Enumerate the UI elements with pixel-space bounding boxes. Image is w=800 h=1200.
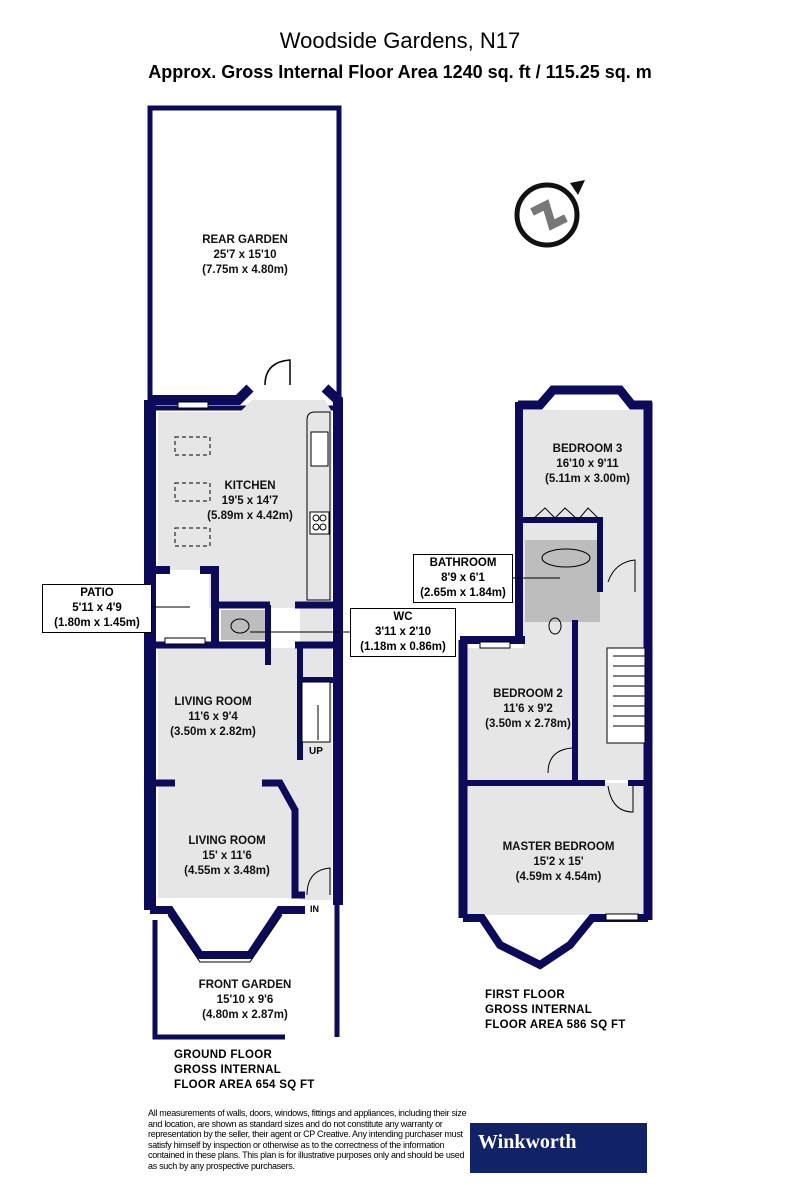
room-dimensions-imperial: 8'9 x 6'1 <box>441 572 485 584</box>
room-name: FRONT GARDEN <box>198 979 292 991</box>
room-label-master-bedroom: MASTER BEDROOM 15'2 x 15' (4.59m x 4.54m… <box>496 840 621 885</box>
room-name: BATHROOM <box>429 557 497 569</box>
room-dimensions-metric: (5.89m x 4.42m) <box>207 510 293 522</box>
room-label-living-room-rear: LIVING ROOM 11'6 x 9'4 (3.50m x 2.82m) <box>163 695 263 740</box>
room-name: BEDROOM 3 <box>552 443 623 455</box>
winkworth-logo: Winkworth <box>470 1123 647 1173</box>
room-dimensions-imperial: 15'10 x 9'6 <box>216 994 274 1006</box>
room-label-bedroom-3: BEDROOM 3 16'10 x 9'11 (5.11m x 3.00m) <box>535 442 640 487</box>
room-name: LIVING ROOM <box>188 835 266 847</box>
stairs-up-label: UP <box>309 746 323 757</box>
room-name: LIVING ROOM <box>174 696 252 708</box>
room-dimensions-metric: (1.80m x 1.45m) <box>54 617 140 629</box>
floor-label-line: GROSS INTERNAL <box>174 1064 282 1076</box>
room-label-front-garden: FRONT GARDEN 15'10 x 9'6 (4.80m x 2.87m) <box>190 978 300 1023</box>
room-name: REAR GARDEN <box>202 234 288 246</box>
room-name: WC <box>393 611 413 623</box>
room-dimensions-metric: (4.80m x 2.87m) <box>202 1009 288 1021</box>
room-dimensions-metric: (2.65m x 1.84m) <box>420 587 506 599</box>
room-dimensions-imperial: 3'11 x 2'10 <box>375 626 431 638</box>
rear-garden-outline <box>147 105 342 411</box>
room-dimensions-metric: (1.18m x 0.86m) <box>360 641 446 653</box>
property-title: Woodside Gardens, N17 <box>279 28 521 53</box>
room-label-living-room-front: LIVING ROOM 15' x 11'6 (4.55m x 3.48m) <box>177 834 277 879</box>
room-name: MASTER BEDROOM <box>502 841 615 853</box>
room-dimensions-metric: (7.75m x 4.80m) <box>202 264 288 276</box>
room-dimensions-imperial: 11'6 x 9'2 <box>503 703 553 715</box>
ground-floor-house <box>110 359 350 1040</box>
floor-label-line: FLOOR AREA 586 SQ FT <box>485 1019 626 1031</box>
floor-label-line: GROSS INTERNAL <box>485 1004 593 1016</box>
room-name: KITCHEN <box>224 480 276 492</box>
room-dimensions-metric: (4.55m x 3.48m) <box>184 865 270 877</box>
room-label-bedroom-2: BEDROOM 2 11'6 x 9'2 (3.50m x 2.78m) <box>478 687 578 732</box>
room-dimensions-imperial: 5'11 x 4'9 <box>72 602 122 614</box>
floor-area-subtitle: Approx. Gross Internal Floor Area 1240 s… <box>148 62 652 82</box>
floor-label-line: GROUND FLOOR <box>174 1049 273 1061</box>
ground-floor-area-label: GROUND FLOOR GROSS INTERNAL FLOOR AREA 6… <box>174 1048 315 1093</box>
room-dimensions-metric: (4.59m x 4.54m) <box>515 871 602 883</box>
floor-label-line: FLOOR AREA 654 SQ FT <box>174 1079 315 1091</box>
room-dimensions-imperial: 11'6 x 9'4 <box>188 711 238 723</box>
room-name: BEDROOM 2 <box>493 688 563 700</box>
room-dimensions-metric: (3.50m x 2.82m) <box>170 726 256 738</box>
north-compass-icon <box>514 180 585 248</box>
room-dimensions-imperial: 25'7 x 15'10 <box>213 249 277 261</box>
first-floor-house <box>458 385 653 970</box>
room-name: PATIO <box>80 587 114 599</box>
room-dimensions-metric: (3.50m x 2.78m) <box>485 718 571 730</box>
logo-text: Winkworth <box>478 1131 577 1153</box>
room-label-rear-garden: REAR GARDEN 25'7 x 15'10 (7.75m x 4.80m) <box>180 233 310 278</box>
first-floor-area-label: FIRST FLOOR GROSS INTERNAL FLOOR AREA 58… <box>485 988 626 1033</box>
room-dimensions-metric: (5.11m x 3.00m) <box>544 473 631 485</box>
disclaimer-text: All measurements of walls, doors, window… <box>148 1108 467 1171</box>
room-label-patio: PATIO 5'11 x 4'9 (1.80m x 1.45m) <box>42 584 152 633</box>
room-dimensions-imperial: 15'2 x 15' <box>533 856 584 868</box>
room-label-bathroom: BATHROOM 8'9 x 6'1 (2.65m x 1.84m) <box>413 554 513 603</box>
room-label-wc: WC 3'11 x 2'10 (1.18m x 0.86m) <box>350 608 456 657</box>
floor-label-line: FIRST FLOOR <box>485 989 565 1001</box>
room-dimensions-imperial: 15' x 11'6 <box>202 850 252 862</box>
entrance-label: IN <box>310 904 319 914</box>
room-dimensions-imperial: 16'10 x 9'11 <box>556 458 619 470</box>
room-dimensions-imperial: 19'5 x 14'7 <box>221 495 279 507</box>
room-label-kitchen: KITCHEN 19'5 x 14'7 (5.89m x 4.42m) <box>185 479 315 524</box>
